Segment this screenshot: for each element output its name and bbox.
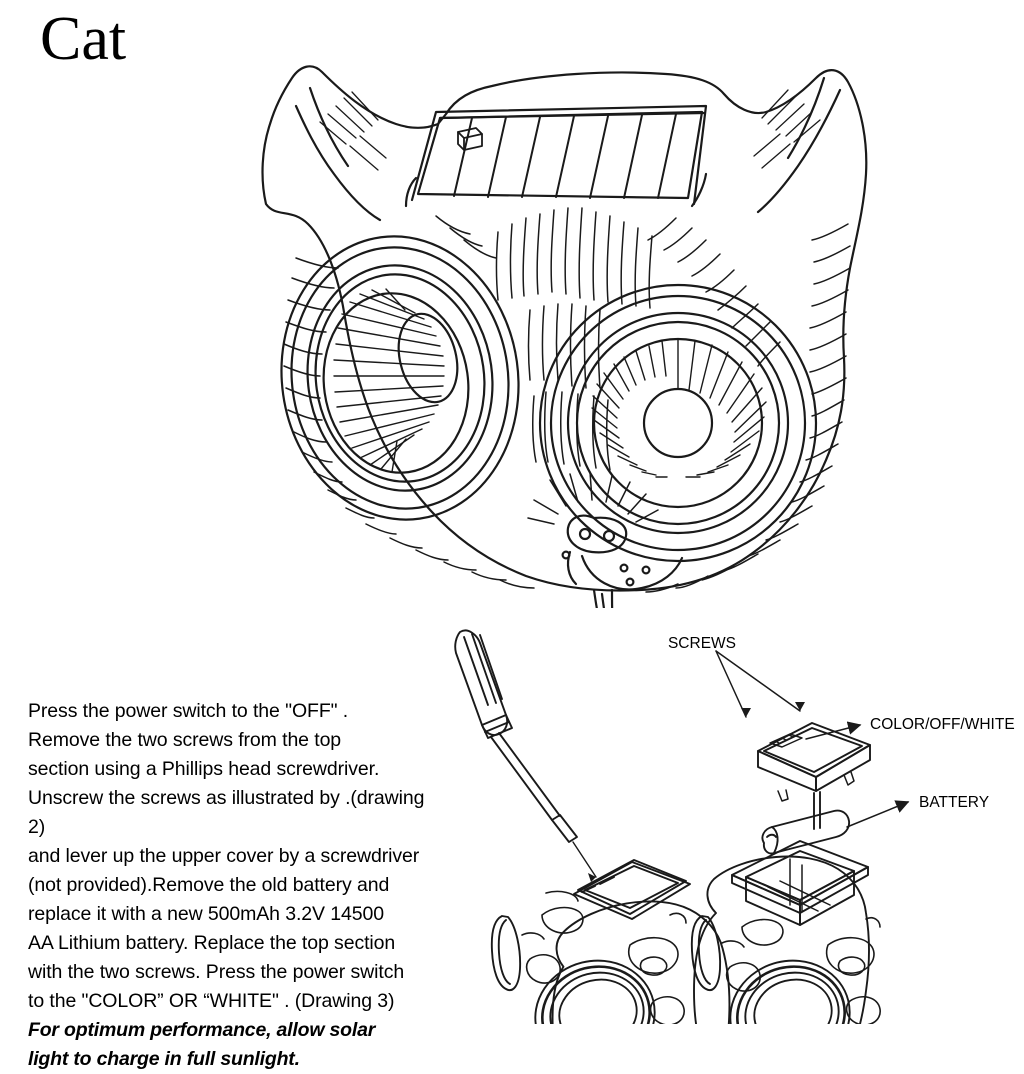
instruction-text-block: Press the power switch to the "OFF" . Re… [28,697,428,1074]
drawing-2-group [454,629,731,1024]
label-color-off-white: COLOR/OFF/WHITE [870,716,1015,733]
instruction-paragraph: Press the power switch to the "OFF" . Re… [28,700,425,1012]
label-battery: BATTERY [919,794,989,811]
drawing-3-group [690,722,881,1024]
instruction-sheet-page: Cat [28,5,1024,1070]
instruction-emphasis: For optimum performance, allow solar lig… [28,1019,376,1070]
label-screws: SCREWS [668,635,736,652]
cat-head-illustration [200,28,900,608]
page-title: Cat [40,5,127,73]
lower-diagrams: SCREWS COLOR/OFF/WHITE BATTERY [430,615,1024,1024]
